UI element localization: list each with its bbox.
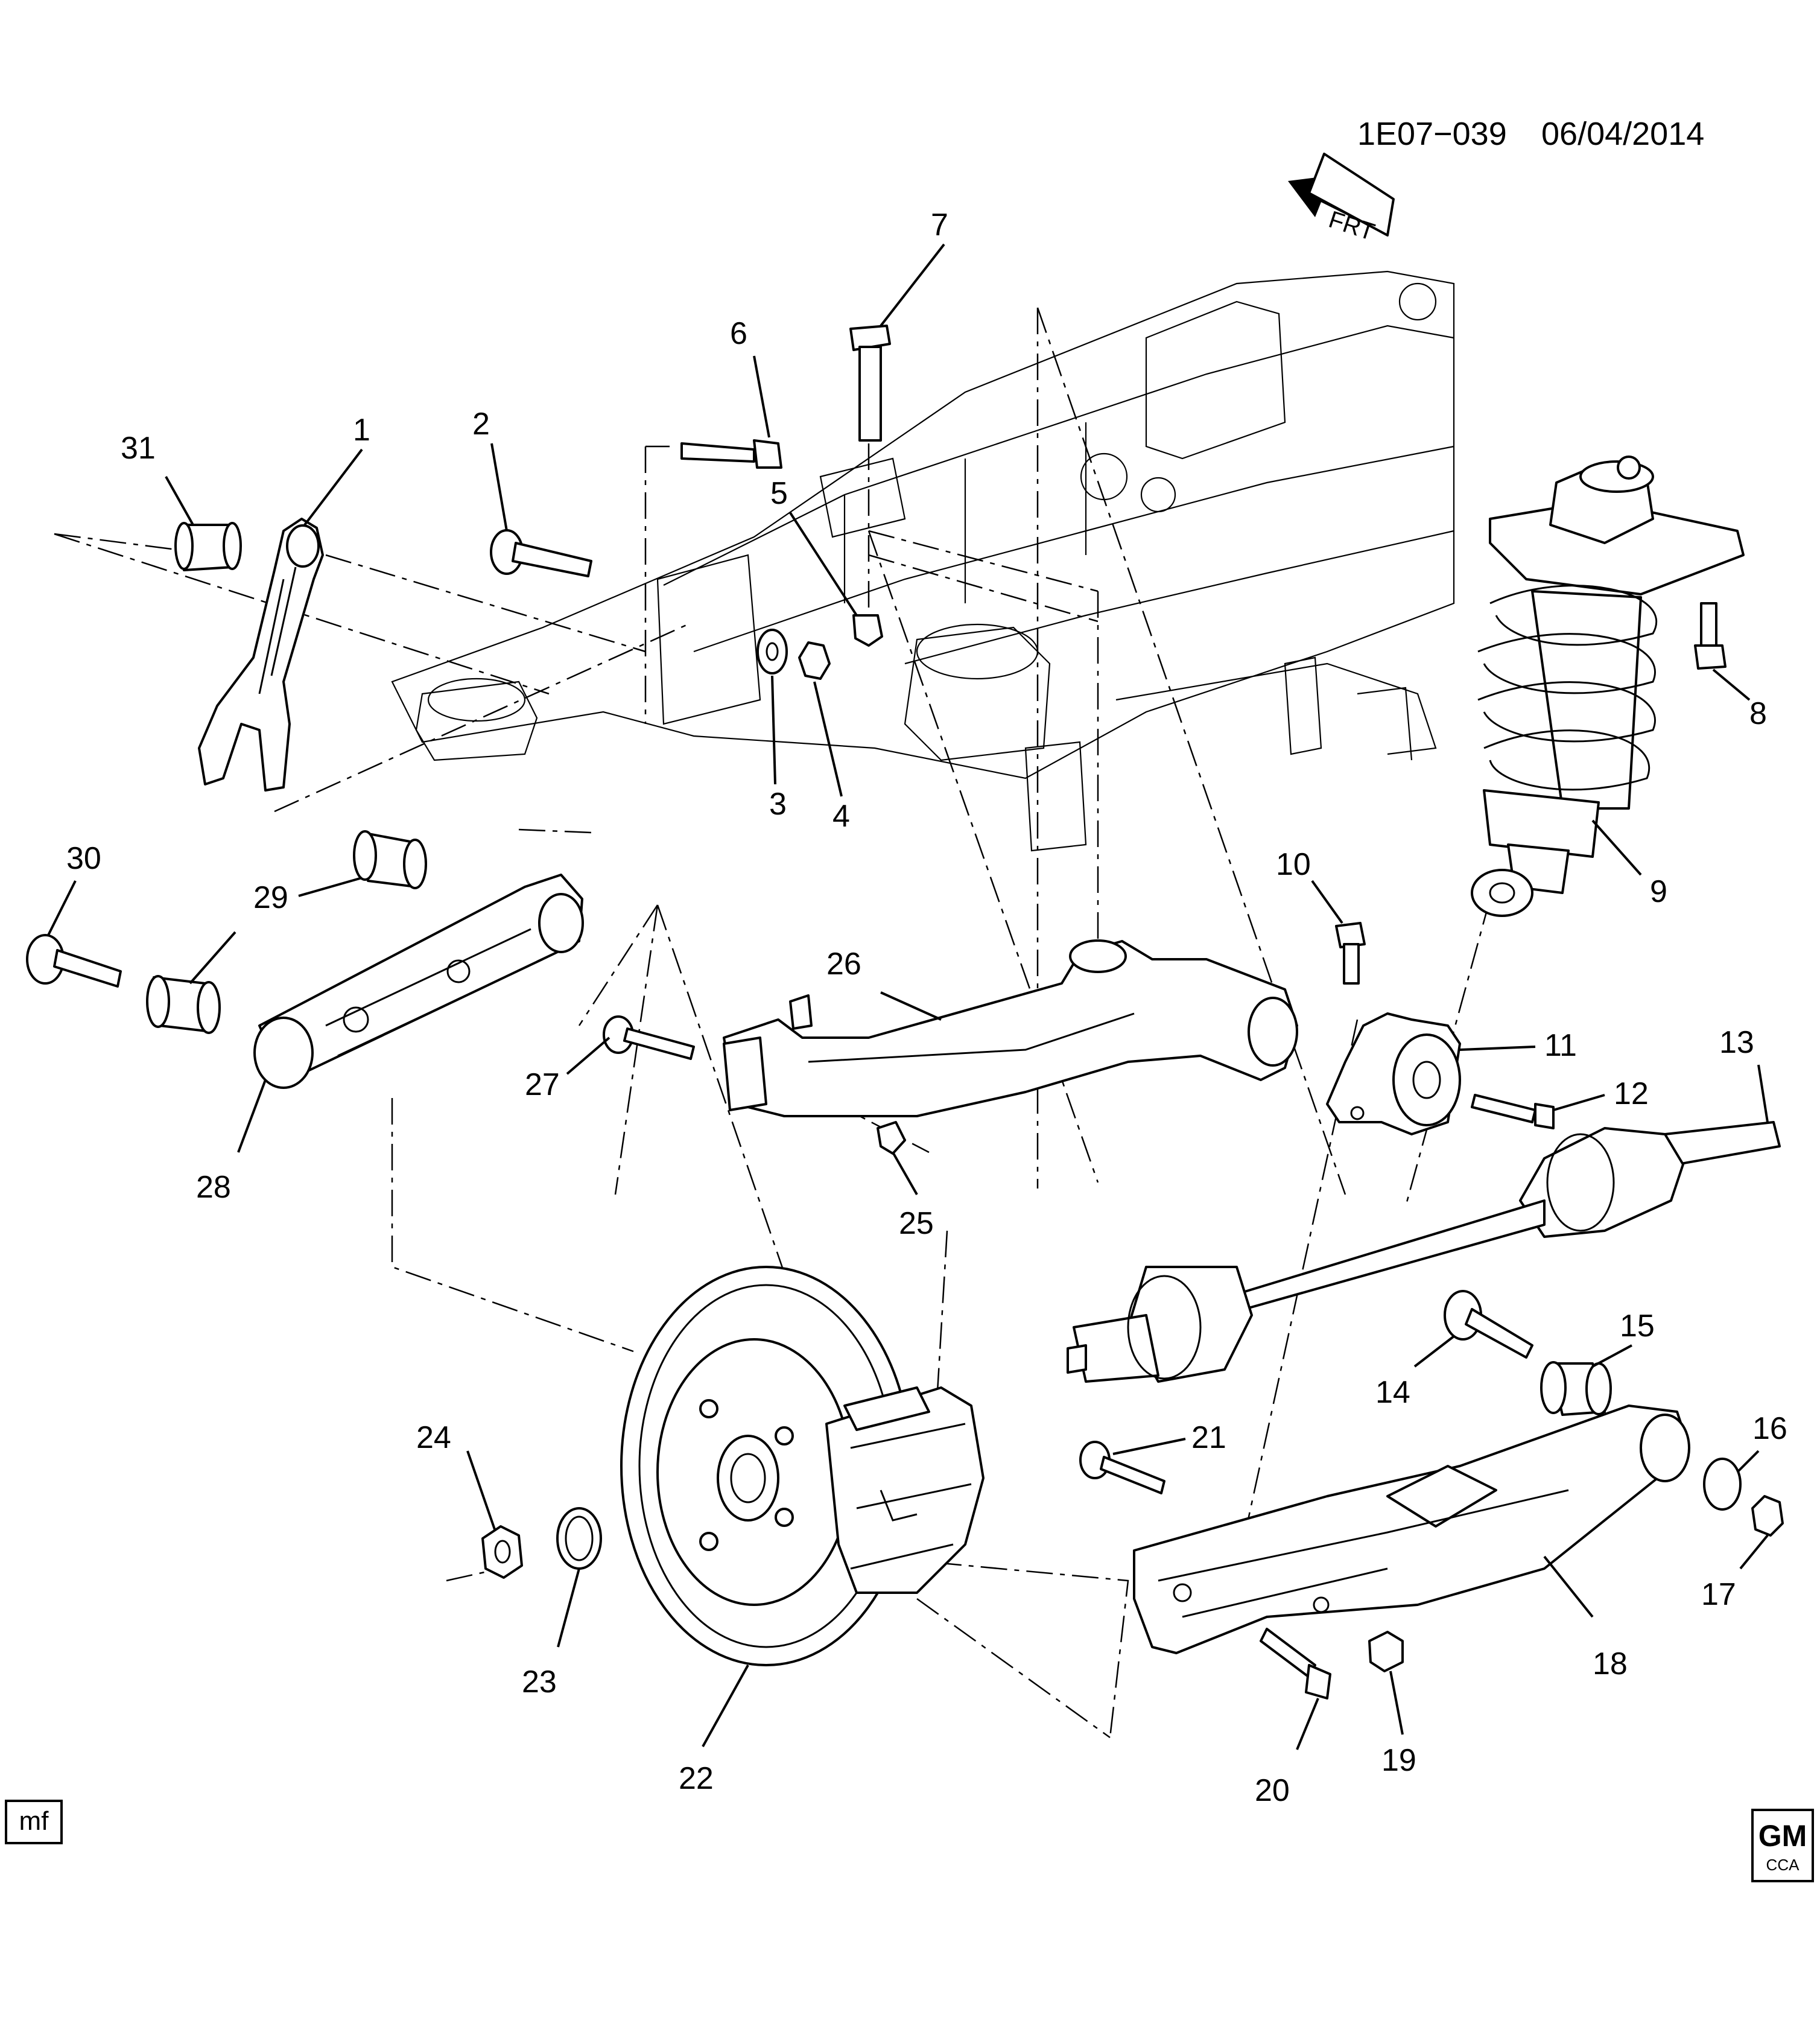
callout-23: 23 [522,1665,557,1700]
callout-6: 6 [730,316,747,351]
part-22-hub-brake-assembly [620,1266,985,1666]
callout-17: 17 [1701,1577,1736,1612]
callout-5: 5 [770,476,788,511]
diagram-date: 06/04/2014 [1541,116,1704,152]
callout-28: 28 [196,1170,231,1205]
callout-25: 25 [899,1206,934,1241]
part-11-bracket-bushing [1326,1012,1461,1135]
callout-3: 3 [769,787,787,822]
callout-labels: 1 2 3 4 5 6 7 8 9 10 11 12 13 14 15 16 1… [66,208,1787,1808]
callout-2: 2 [472,407,490,442]
callout-11: 11 [1544,1028,1577,1063]
part-19-nut [1368,1631,1404,1672]
callout-13: 13 [1719,1025,1754,1060]
part-1-upper-control-arm [198,518,324,792]
part-30-bolt [26,934,122,988]
illustrator-tag-text: mf [19,1806,49,1836]
callout-7: 7 [931,208,948,243]
callout-14: 14 [1375,1375,1410,1410]
callout-4: 4 [832,799,850,834]
callout-18: 18 [1593,1646,1628,1681]
callout-10: 10 [1276,847,1311,882]
callout-22: 22 [679,1761,714,1796]
gm-logo: GM CCA [1751,1809,1814,1882]
callout-31: 31 [121,431,156,466]
part-4-nut [798,641,831,680]
part-2-bolt [490,529,592,577]
part-13-drive-axle [1067,1121,1781,1383]
callout-27: 27 [525,1067,560,1102]
part-28-trailing-link [253,874,584,1089]
part-7-bolt [849,325,891,442]
part-29-bushing-upper [353,830,427,889]
part-18-lower-control-arm [1133,1404,1690,1654]
part-5-nut [852,614,883,647]
part-23-retaining-ring [556,1507,602,1570]
part-20-bolt [1260,1628,1331,1700]
part-25-nut [877,1121,906,1155]
part-10-bolt [1335,922,1366,985]
callout-24: 24 [416,1420,451,1455]
callout-20: 20 [1255,1773,1290,1808]
callout-29: 29 [253,880,288,915]
gm-logo-text: GM [1758,1819,1807,1853]
part-8-bolt [1694,602,1727,670]
callout-16: 16 [1752,1411,1787,1446]
callout-26: 26 [826,947,861,982]
part-26-toe-link-crossmember [723,939,1298,1117]
callout-21: 21 [1191,1420,1226,1455]
part-24-axle-nut [481,1525,523,1579]
part-29-bushing-lower [146,975,221,1034]
part-15-bushing [1540,1361,1612,1416]
part-9-strut-spring [1471,455,1745,917]
callout-30: 30 [66,841,101,876]
callout-1: 1 [353,413,370,448]
gm-logo-subtext: CCA [1766,1856,1800,1874]
rear-subframe [391,270,1455,852]
callout-19: 19 [1381,1743,1416,1778]
part-6-bolt [680,439,782,469]
part-12-bolt [1471,1094,1555,1129]
leader-lines [47,243,1769,1750]
part-14-bolt [1444,1290,1533,1359]
callout-12: 12 [1614,1076,1649,1111]
illustrator-tag: mf [5,1800,63,1844]
part-3-washer [756,629,788,674]
front-direction-icon: FRT [1288,153,1395,246]
catalog-code: 1E07−039 [1357,116,1507,152]
part-17-nut [1751,1495,1784,1537]
callout-9: 9 [1650,874,1667,909]
part-27-bolt [603,1015,695,1060]
part-31-bushing [174,522,242,571]
part-21-bolt [1079,1441,1165,1494]
callout-8: 8 [1749,696,1767,731]
part-16-washer [1703,1458,1742,1511]
callout-15: 15 [1620,1309,1655,1344]
